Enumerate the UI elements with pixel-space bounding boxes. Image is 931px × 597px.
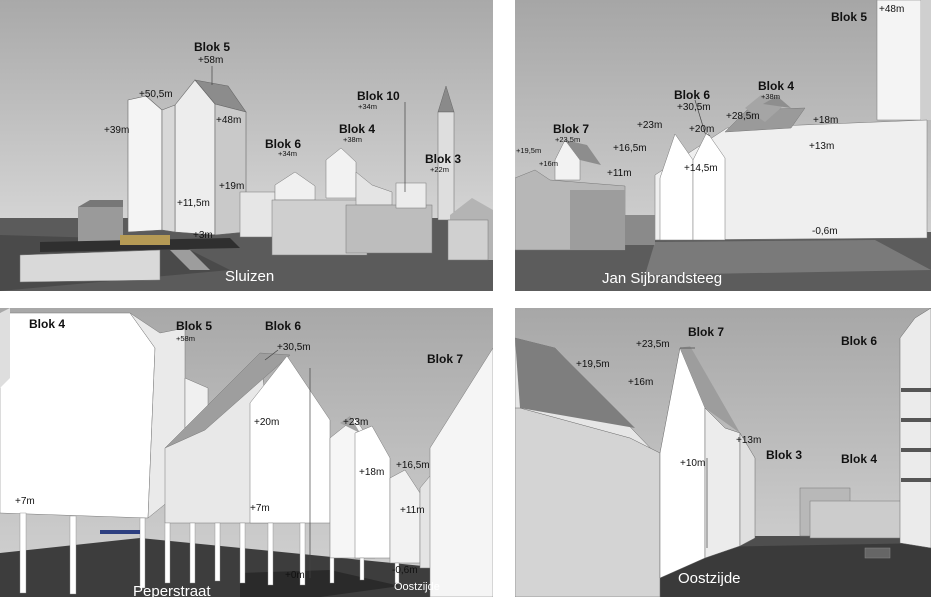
- level-label: +23m: [637, 120, 662, 131]
- level-label: +30,5m: [677, 102, 711, 113]
- level-label: +18m: [813, 115, 838, 126]
- blok-5-height: +58m: [198, 55, 223, 66]
- level-label: +7m: [15, 496, 35, 507]
- render-peperstraat: Blok 4 Blok 5 +58m Blok 6 +30,5m Blok 7 …: [0, 308, 493, 597]
- blok-5-label: Blok 5: [176, 319, 212, 333]
- level-label: -0,6m: [812, 226, 838, 237]
- panel-caption: Peperstraat: [133, 583, 211, 597]
- blok-4-label: Blok 4: [758, 79, 794, 93]
- panel-caption-secondary: Oostzijde: [394, 581, 440, 593]
- level-label: +16,5m: [613, 143, 647, 154]
- level-label: +14,5m: [684, 163, 718, 174]
- render-sluizen: Blok 5 +58m +50,5m +39m +48m +19m +11,5m…: [0, 0, 493, 291]
- blok-6-label: Blok 6: [674, 88, 710, 102]
- blok-7-label: Blok 7: [688, 325, 724, 339]
- level-label: +0m: [285, 570, 305, 581]
- level-label: +13m: [809, 141, 834, 152]
- blok-7-label: Blok 7: [553, 122, 589, 136]
- panel-sluizen: Blok 5 +58m +50,5m +39m +48m +19m +11,5m…: [0, 0, 493, 291]
- level-label: +19,5m: [576, 359, 610, 370]
- blok-3-height: +22m: [430, 165, 449, 174]
- level-label: +39m: [104, 125, 129, 136]
- blok-10-height: +34m: [358, 102, 377, 111]
- level-label: +16m: [628, 377, 653, 388]
- panel-oostzijde: Blok 7 +23,5m +19,5m +16m +13m +10m Blok…: [515, 308, 931, 597]
- level-label: +16,5m: [396, 460, 430, 471]
- blok-6-label: Blok 6: [841, 334, 877, 348]
- panel-caption: Jan Sijbrandsteeg: [602, 270, 722, 287]
- level-label: +3m: [193, 230, 213, 241]
- blok-3-label: Blok 3: [766, 448, 802, 462]
- level-label: +48m: [216, 115, 241, 126]
- level-label: +23,5m: [636, 339, 670, 350]
- render-jan-sijbrandsteeg: Blok 5 +48m Blok 6 +30,5m Blok 4 +38m +2…: [515, 0, 931, 291]
- blok-10-label: Blok 10: [357, 89, 400, 103]
- level-label: +48m: [879, 4, 904, 15]
- panel-caption: Oostzijde: [678, 570, 741, 587]
- blok-6-label: Blok 6: [265, 137, 301, 151]
- blok-4-label: Blok 4: [841, 452, 877, 466]
- level-label: +13m: [736, 435, 761, 446]
- blok-4-label: Blok 4: [29, 317, 65, 331]
- level-label: +11,5m: [177, 198, 210, 209]
- blok-4-height: +38m: [343, 135, 362, 144]
- level-label: +20m: [254, 417, 279, 428]
- blok-4-height: +38m: [761, 92, 780, 101]
- blok-6-height: +34m: [278, 149, 297, 158]
- level-label: +11m: [607, 168, 632, 179]
- panel-caption: Sluizen: [225, 268, 274, 285]
- level-label: +16m: [539, 159, 558, 168]
- blok-7-label: Blok 7: [427, 352, 463, 366]
- blok-5-height: +58m: [176, 334, 195, 343]
- level-label: +19m: [219, 181, 244, 192]
- level-label: +11m: [400, 505, 425, 516]
- blok-5-label: Blok 5: [831, 10, 867, 24]
- level-label: +23m: [343, 417, 368, 428]
- level-label: +28,5m: [726, 111, 760, 122]
- render-oostzijde: Blok 7 +23,5m +19,5m +16m +13m +10m Blok…: [515, 308, 931, 597]
- blok-3-label: Blok 3: [425, 152, 461, 166]
- level-label: +50,5m: [139, 89, 173, 100]
- level-label: +10m: [680, 458, 705, 469]
- blok-4-label: Blok 4: [339, 122, 375, 136]
- level-label: +18m: [359, 467, 384, 478]
- level-label: +20m: [689, 124, 714, 135]
- blok-6-label: Blok 6: [265, 319, 301, 333]
- level-label: +30,5m: [277, 342, 311, 353]
- panel-peperstraat: Blok 4 Blok 5 +58m Blok 6 +30,5m Blok 7 …: [0, 308, 493, 597]
- level-label: +7m: [250, 503, 270, 514]
- blok-7-height: +23,5m: [555, 135, 580, 144]
- level-label: +19,5m: [516, 146, 541, 155]
- panel-jan-sijbrandsteeg: Blok 5 +48m Blok 6 +30,5m Blok 4 +38m +2…: [515, 0, 931, 291]
- blok-5-label: Blok 5: [194, 40, 230, 54]
- level-label: -0,6m: [392, 565, 418, 576]
